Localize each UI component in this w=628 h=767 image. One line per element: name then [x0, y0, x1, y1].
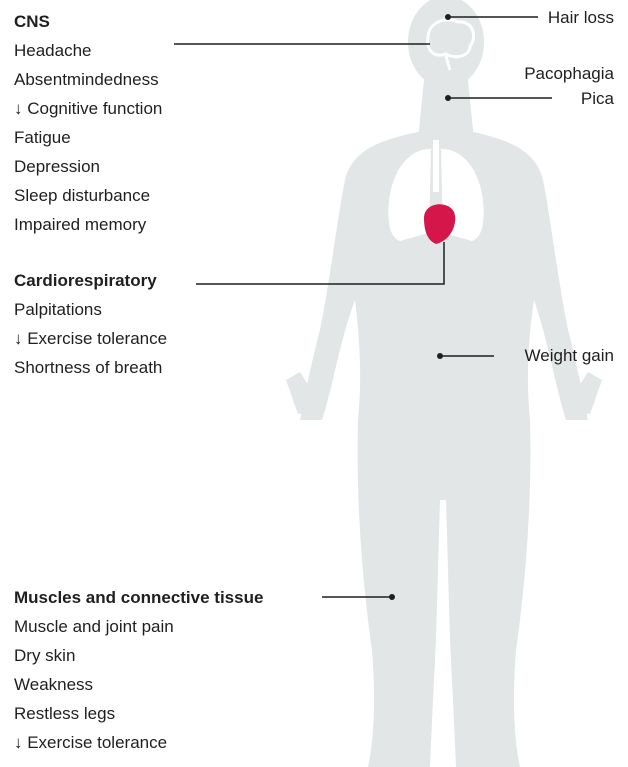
cns-heading: CNS: [14, 12, 162, 32]
muscle-group: Muscles and connective tissue Muscle and…: [14, 588, 263, 762]
symptom-palpitations: Palpitations: [14, 300, 167, 320]
cardio-group: Cardiorespiratory Palpitations ↓ Exercis…: [14, 271, 167, 387]
label-pica: Pica: [581, 89, 614, 109]
symptom-muscle-joint-pain: Muscle and joint pain: [14, 617, 263, 637]
symptom-restless-legs: Restless legs: [14, 704, 263, 724]
body-silhouette: [286, 0, 602, 767]
symptom-weakness: Weakness: [14, 675, 263, 695]
symptom-impaired-memory: Impaired memory: [14, 215, 162, 235]
label-hair-loss: Hair loss: [548, 8, 614, 28]
symptom-headache: Headache: [14, 41, 162, 61]
symptom-dry-skin: Dry skin: [14, 646, 263, 666]
symptom-exercise-tolerance-2: ↓ Exercise tolerance: [14, 733, 263, 753]
symptom-fatigue: Fatigue: [14, 128, 162, 148]
muscle-heading: Muscles and connective tissue: [14, 588, 263, 608]
label-weight-gain: Weight gain: [525, 346, 614, 366]
symptom-shortness-of-breath: Shortness of breath: [14, 358, 167, 378]
symptom-depression: Depression: [14, 157, 162, 177]
label-pacophagia: Pacophagia: [524, 64, 614, 84]
cardio-heading: Cardiorespiratory: [14, 271, 167, 291]
symptom-sleep-disturbance: Sleep disturbance: [14, 186, 162, 206]
symptom-absentmindedness: Absentmindedness: [14, 70, 162, 90]
symptom-exercise-tolerance: ↓ Exercise tolerance: [14, 329, 167, 349]
symptom-cognitive-function: ↓ Cognitive function: [14, 99, 162, 119]
cns-group: CNS Headache Absentmindedness ↓ Cognitiv…: [14, 12, 162, 244]
